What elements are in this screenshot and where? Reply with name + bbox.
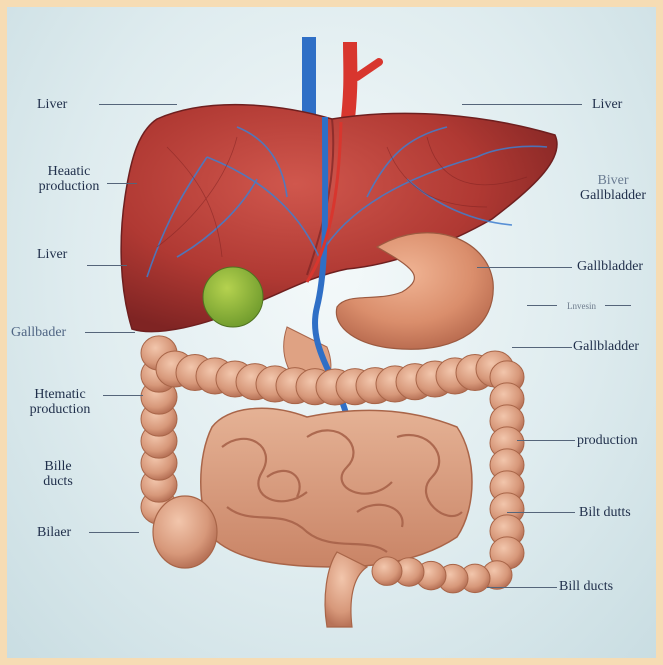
- label-biver-gallbladder: Biver Gallbladder: [563, 173, 656, 203]
- leader-line: [99, 104, 177, 105]
- leader-line: [477, 267, 572, 268]
- label-gallbader-left: Gallbader: [11, 325, 66, 340]
- leader-line: [87, 265, 127, 266]
- leader-line: [507, 512, 575, 513]
- leader-line: [107, 183, 137, 184]
- label-hepatic-line2: production: [39, 179, 100, 194]
- label-gallbladder-right-2: Gallbladder: [573, 339, 639, 354]
- leader-line: [89, 532, 139, 533]
- label-production-right: production: [577, 433, 638, 448]
- label-bilt-dutts-right: Bilt dutts: [579, 505, 631, 520]
- label-biver-line2: Gallbladder: [580, 188, 646, 203]
- label-gallbladder-right-1: Gallbladder: [577, 259, 643, 274]
- label-liver-top-left: Liver: [37, 97, 67, 112]
- colon-segment: [372, 557, 402, 586]
- gallbladder: [203, 267, 263, 327]
- label-bile-line1: Bille: [44, 459, 71, 474]
- small-intestine: [201, 408, 472, 567]
- leader-line: [85, 332, 135, 333]
- label-biver-line1: Biver: [597, 173, 628, 188]
- leader-line: [512, 347, 572, 348]
- label-htematic-production: Htematic production: [15, 387, 105, 417]
- label-hepatic-production: Heaatic production: [21, 164, 117, 194]
- rectum: [325, 552, 367, 627]
- leader-line: [462, 104, 582, 105]
- label-liver-top-right: Liver: [592, 97, 622, 112]
- leader-line: [527, 305, 557, 306]
- leader-line: [487, 587, 557, 588]
- label-liver-mid-left: Liver: [37, 247, 67, 262]
- label-bile-ducts-left: Bille ducts: [33, 459, 83, 489]
- label-bill-ducts-right: Bill ducts: [559, 579, 613, 594]
- appendix-bulb: [153, 496, 217, 568]
- label-hepatic-line1: Heaatic: [48, 164, 91, 179]
- leader-line: [103, 395, 143, 396]
- great-vessels: [309, 37, 379, 127]
- label-tiny: Lnvesin: [567, 299, 596, 314]
- leader-line: [517, 440, 575, 441]
- label-htematic-line1: Htematic: [34, 387, 85, 402]
- label-bilaer-left: Bilaer: [37, 525, 71, 540]
- diagram-panel: Liver Heaatic production Liver Gallbader…: [7, 7, 656, 658]
- label-htematic-line2: production: [30, 402, 91, 417]
- label-bile-line2: ducts: [43, 474, 73, 489]
- leader-line: [605, 305, 631, 306]
